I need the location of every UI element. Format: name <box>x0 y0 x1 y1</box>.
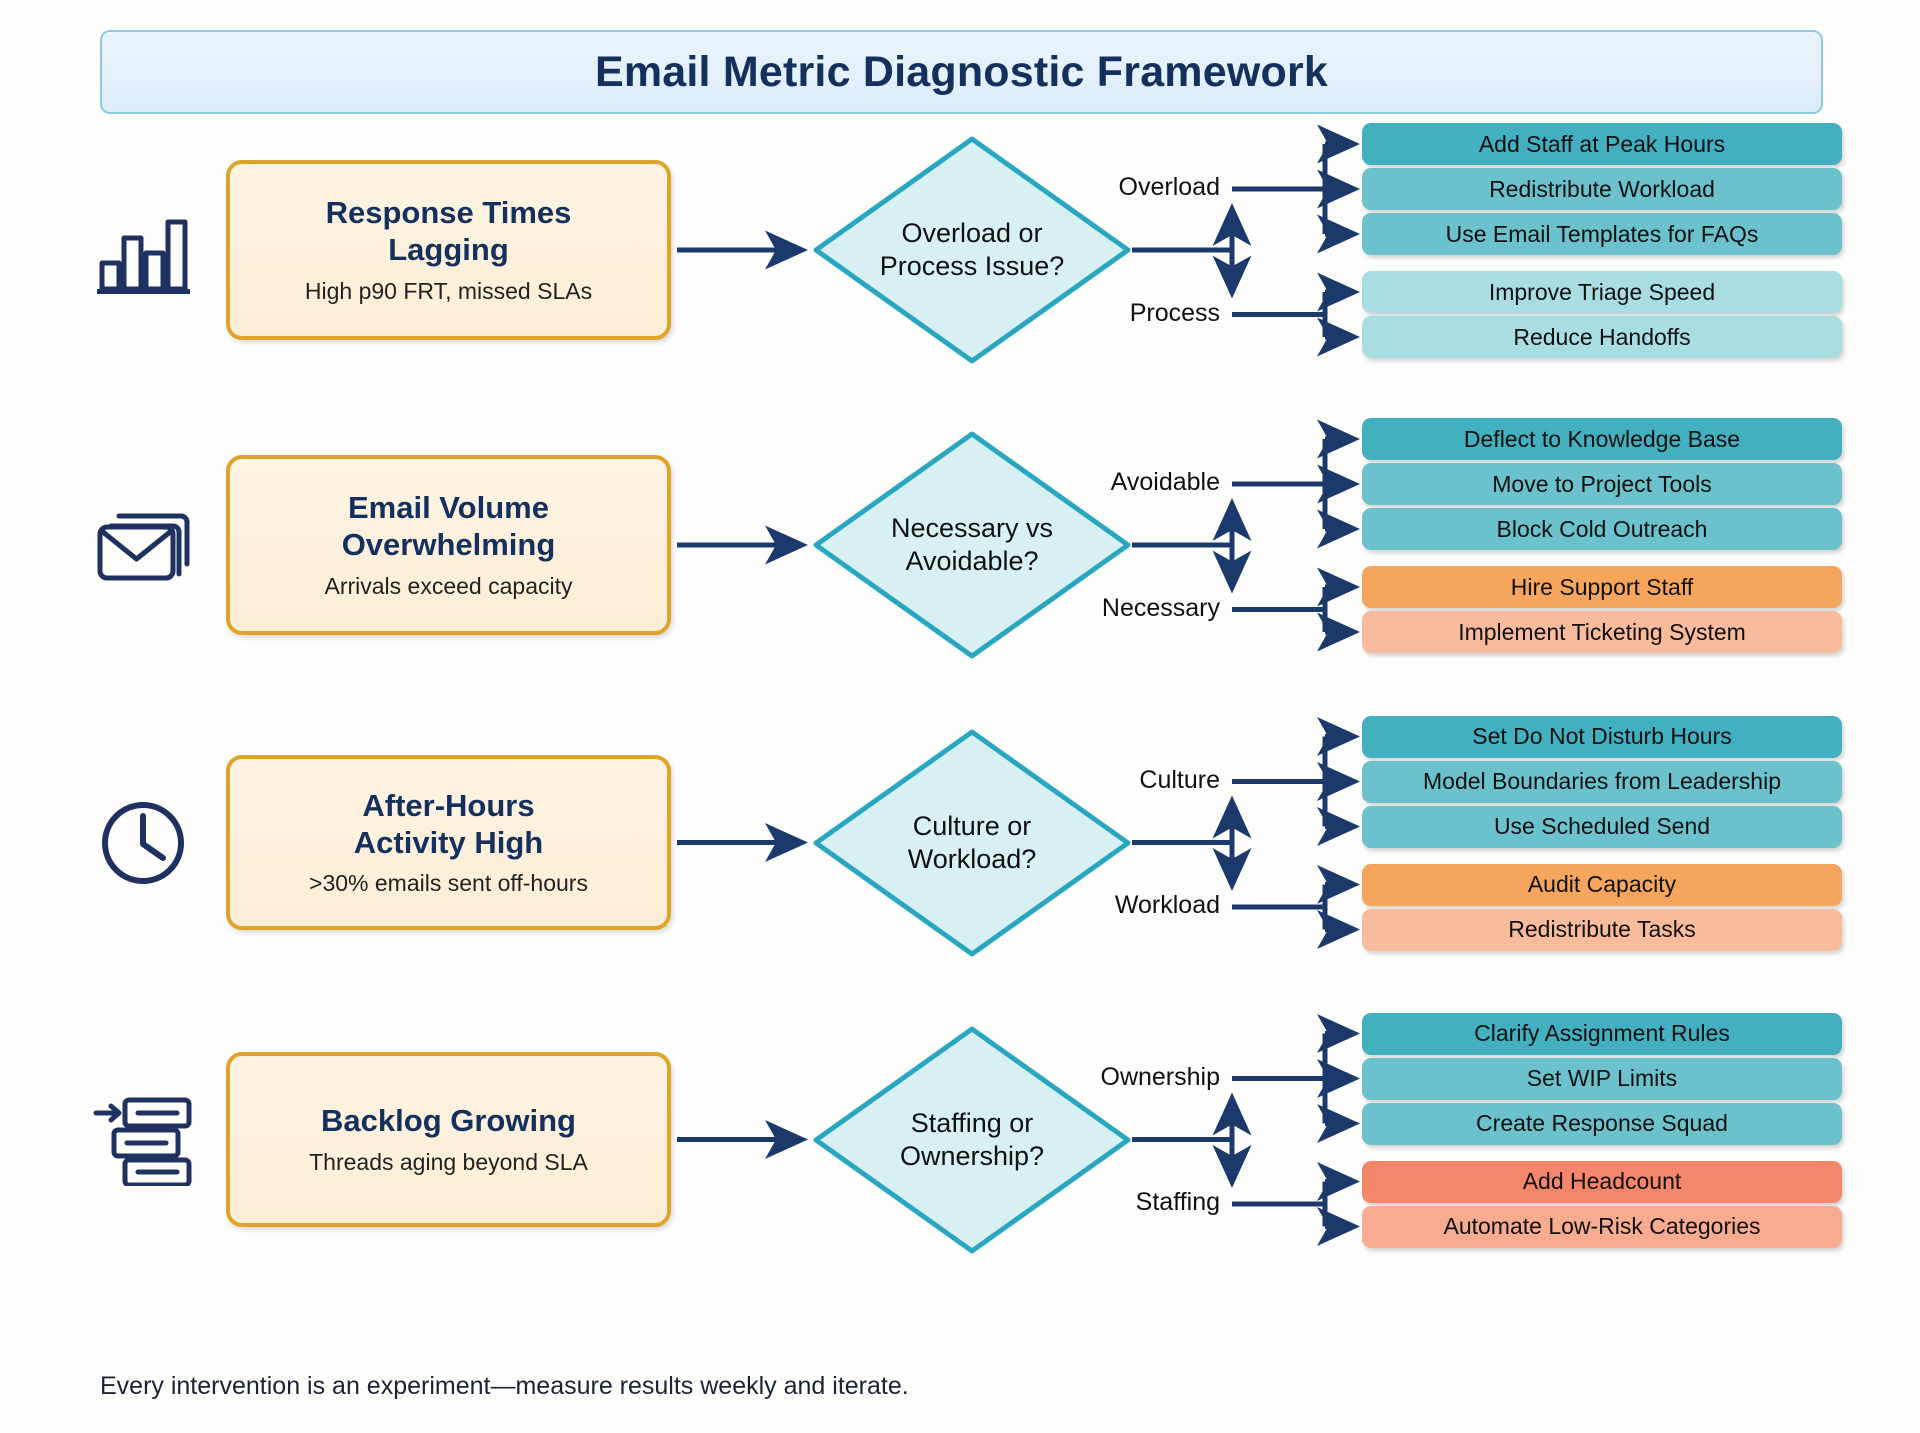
branch-label: Staffing <box>1135 1188 1220 1216</box>
page-title: Email Metric Diagnostic Framework <box>594 47 1329 96</box>
envelopes-icon <box>88 490 198 600</box>
problem-subtitle: >30% emails sent off-hours <box>309 870 588 897</box>
action-box[interactable]: Redistribute Workload <box>1362 168 1842 210</box>
bar-chart-icon <box>88 195 198 305</box>
branch-label: Avoidable <box>1110 468 1220 496</box>
clock-icon <box>88 788 198 898</box>
action-box[interactable]: Add Staff at Peak Hours <box>1362 123 1842 165</box>
problem-subtitle: Threads aging beyond SLA <box>309 1148 588 1175</box>
branch-label: Necessary <box>1101 593 1220 622</box>
branch-label: Overload <box>1118 173 1220 201</box>
action-box[interactable]: Deflect to Knowledge Base <box>1362 418 1842 460</box>
branch-label: Ownership <box>1100 1062 1221 1091</box>
action-box[interactable]: Improve Triage Speed <box>1362 271 1842 313</box>
branch-label: Process <box>1129 298 1220 327</box>
action-box[interactable]: Move to Project Tools <box>1362 463 1842 505</box>
branch-label: Culture <box>1139 765 1220 794</box>
action-box[interactable]: Clarify Assignment Rules <box>1362 1012 1842 1055</box>
action-box[interactable]: Redistribute Tasks <box>1362 908 1842 951</box>
action-box[interactable]: Hire Support Staff <box>1362 566 1842 608</box>
branch-label: Workload <box>1114 891 1220 919</box>
action-box[interactable]: Create Response Squad <box>1362 1102 1842 1145</box>
title-banner: Email Metric Diagnostic Framework <box>100 30 1823 114</box>
footer-caption: Every intervention is an experiment—meas… <box>100 1372 909 1400</box>
action-box[interactable]: Automate Low-Risk Categories <box>1362 1205 1842 1248</box>
action-box[interactable]: Audit Capacity <box>1362 863 1842 906</box>
action-box[interactable]: Block Cold Outreach <box>1362 508 1842 550</box>
action-box[interactable]: Use Scheduled Send <box>1362 805 1842 848</box>
action-box[interactable]: Add Headcount <box>1362 1160 1842 1203</box>
problem-title: Backlog Growing <box>321 1103 576 1139</box>
backlog-icon <box>88 1085 198 1195</box>
action-box[interactable]: Set WIP Limits <box>1362 1057 1842 1100</box>
action-box[interactable]: Reduce Handoffs <box>1362 316 1842 358</box>
action-box[interactable]: Set Do Not Disturb Hours <box>1362 715 1842 758</box>
problem-subtitle: High p90 FRT, missed SLAs <box>304 277 593 304</box>
action-box[interactable]: Implement Ticketing System <box>1362 611 1842 653</box>
problem-subtitle: Arrivals exceed capacity <box>324 572 573 599</box>
action-box[interactable]: Use Email Templates for FAQs <box>1362 213 1842 255</box>
action-box[interactable]: Model Boundaries from Leadership <box>1362 760 1842 803</box>
